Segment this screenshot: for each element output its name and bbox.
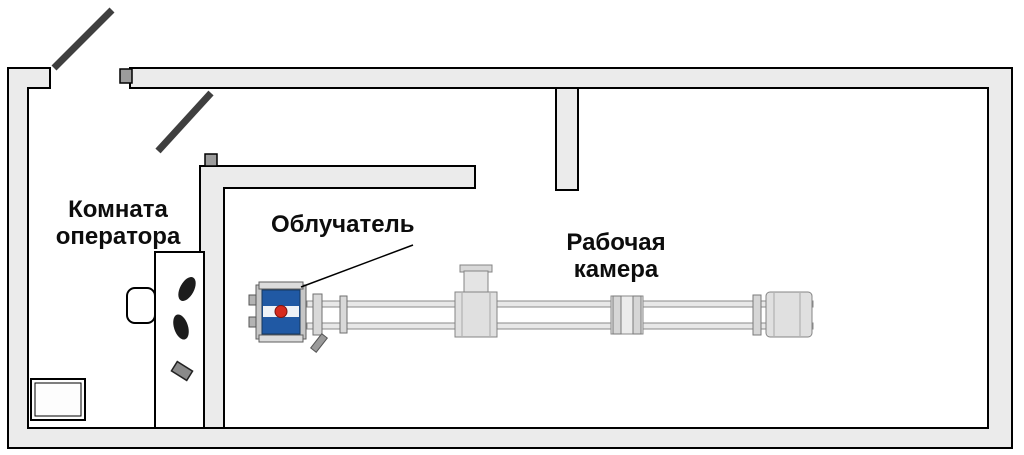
carriage-right xyxy=(610,295,644,335)
label-working-chamber: Рабочая камера xyxy=(566,229,666,283)
entrance-door-leaf xyxy=(51,7,115,71)
rail-bottom xyxy=(306,322,814,330)
carriage-left-hook xyxy=(309,333,329,353)
console-device-bottom xyxy=(173,314,189,340)
carriage-left-tie-2 xyxy=(339,295,348,334)
operator-console xyxy=(154,251,205,429)
label-irradiator: Облучатель xyxy=(271,211,415,238)
inner-door-jamb xyxy=(204,153,218,167)
carriage-right-tie-2 xyxy=(632,295,642,335)
irradiator-unit xyxy=(248,281,307,343)
end-terminal-block xyxy=(765,291,813,338)
carriage-left xyxy=(309,293,348,353)
irradiator-clamp-top xyxy=(248,294,257,306)
operator-chair xyxy=(126,287,156,324)
irradiator-bottom-flange xyxy=(258,334,304,343)
operator-room-equipment xyxy=(30,251,205,429)
irradiator-clamp-bottom xyxy=(248,316,257,328)
carriage-right-tie-1 xyxy=(612,295,622,335)
corner-cabinet-inner xyxy=(34,382,82,417)
carriage-left-tie-1 xyxy=(312,293,323,336)
rail-top xyxy=(306,300,814,308)
maze-baffle-wall xyxy=(555,87,579,191)
operator-room-wall xyxy=(199,165,476,429)
irradiator-leader-line xyxy=(300,244,414,288)
center-stand-riser xyxy=(463,270,489,294)
center-stand-block xyxy=(454,291,498,338)
label-operator-room: Комната оператора xyxy=(55,196,181,250)
conveyor-rail xyxy=(306,264,814,353)
irradiator-source-dot xyxy=(274,305,288,318)
entrance-door-jamb xyxy=(119,68,133,84)
center-stand xyxy=(454,264,498,338)
outer-wall xyxy=(7,67,1013,449)
console-device-top xyxy=(178,277,196,301)
rail-end-terminal xyxy=(752,291,813,338)
end-terminal-tie xyxy=(752,294,762,336)
corner-cabinet xyxy=(30,378,86,421)
irradiator-top-flange xyxy=(258,281,304,290)
inner-door-leaf xyxy=(155,90,214,154)
doors xyxy=(51,7,214,154)
console-control-box xyxy=(170,360,194,382)
